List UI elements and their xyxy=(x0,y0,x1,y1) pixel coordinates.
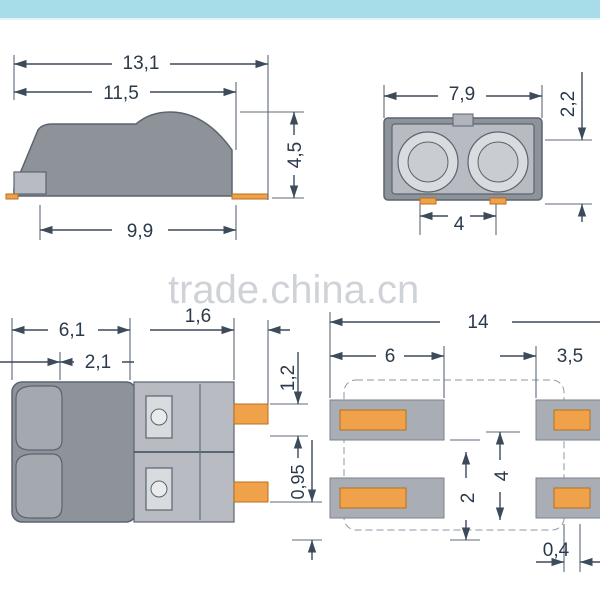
front-center-rib xyxy=(452,113,474,127)
footprint-view: 14 6 3,5 2 4 0,4 xyxy=(329,312,600,572)
dim-top-pin-width-label: 1,2 xyxy=(278,365,299,391)
footprint-outline xyxy=(343,379,565,531)
footprint-contact-right-1 xyxy=(553,409,591,431)
top-push-button-1 xyxy=(15,385,63,451)
front-pin-right xyxy=(489,197,507,205)
dim-front-width-label: 7,9 xyxy=(449,84,475,105)
dim-front-height-label: 2,2 xyxy=(558,91,579,117)
dim-footprint-pad-label: 6 xyxy=(385,346,396,367)
dim-top-offset-label: 2,1 xyxy=(85,352,111,373)
front-view: 7,9 2,2 4 xyxy=(383,72,592,235)
dim-height-label: 4,5 xyxy=(285,142,306,168)
top-pin-1 xyxy=(233,403,269,425)
footprint-contact-left-2 xyxy=(339,487,407,509)
dim-footprint-pitch-label: 4 xyxy=(492,470,513,481)
watermark: trade.china.cn xyxy=(168,268,419,312)
dim-top-length-label: 6,1 xyxy=(59,320,85,341)
dim-top-label: 11,5 xyxy=(103,83,139,104)
dim-overall-label: 13,1 xyxy=(123,53,160,74)
side-housing xyxy=(13,111,233,197)
top-frame-line xyxy=(0,18,600,20)
top-clamp-1 xyxy=(145,395,173,439)
dim-footprint-pitch-small-label: 2 xyxy=(458,493,479,504)
side-view: 13,1 11,5 4,5 9,9 xyxy=(5,48,306,242)
side-latch xyxy=(13,171,47,195)
side-pin-left xyxy=(5,193,19,200)
top-pin-2 xyxy=(233,481,269,503)
footprint-contact-right-2 xyxy=(553,487,591,509)
dim-front-pitch-label: 4 xyxy=(454,214,465,235)
top-frame-band xyxy=(0,0,600,18)
dim-top-gap-label: 0,95 xyxy=(288,464,308,499)
dim-top-pin-label: 1,6 xyxy=(185,306,211,327)
top-push-button-2 xyxy=(15,453,63,519)
footprint-contact-left-1 xyxy=(339,409,407,431)
side-pin-right xyxy=(231,193,269,200)
front-pin-left xyxy=(419,197,437,205)
dim-footprint-total-label: 14 xyxy=(467,312,489,333)
dim-footprint-pad-right-label: 3,5 xyxy=(557,346,583,367)
dim-footprint-clearance-label: 0,4 xyxy=(543,540,570,561)
dim-bottom-label: 9,9 xyxy=(127,221,153,242)
top-view: 6,1 2,1 1,6 1,2 0,95 xyxy=(0,306,322,560)
